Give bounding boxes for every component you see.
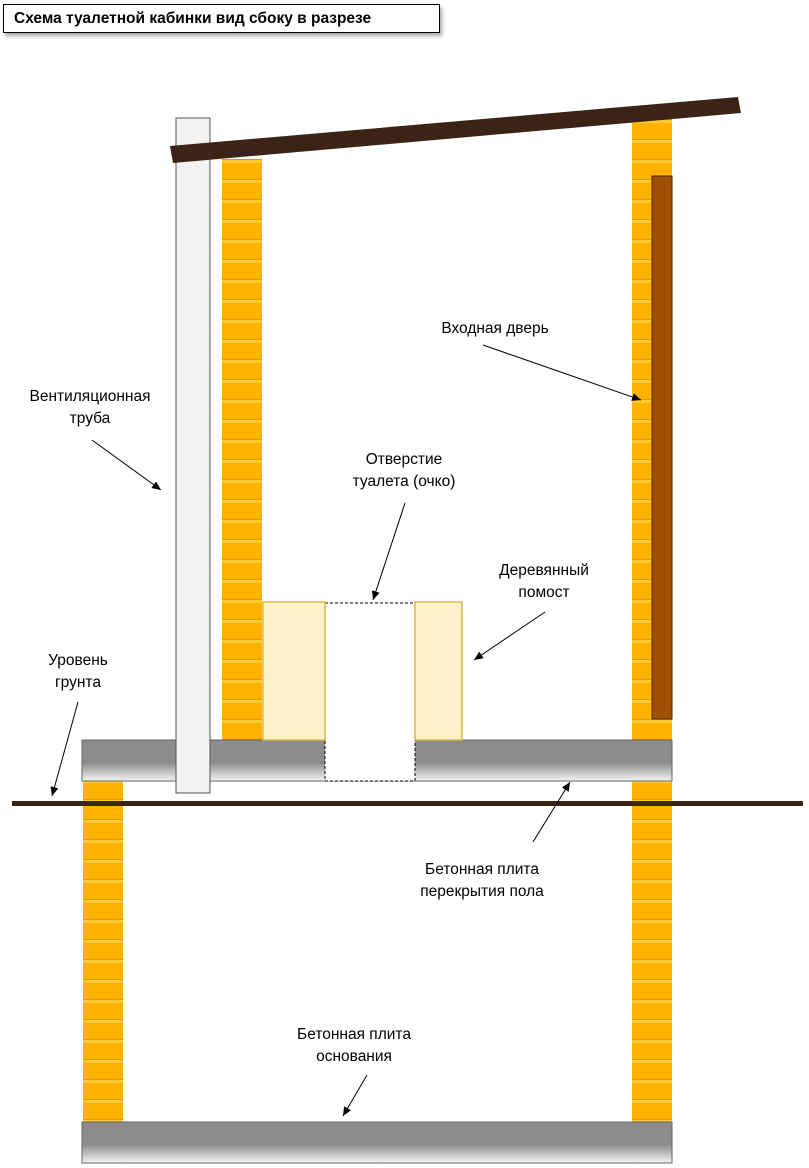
vent-pipe-arrow xyxy=(91,439,162,491)
ground-level-line xyxy=(12,801,803,806)
cabin-wall-left xyxy=(222,159,262,740)
entrance-door xyxy=(651,175,673,720)
platform-arrow xyxy=(473,611,546,661)
platform-label: Деревянный помост xyxy=(499,562,589,601)
roof xyxy=(170,97,741,163)
ground-level-label: Уровень грунта xyxy=(48,652,108,691)
ground-level-arrow xyxy=(50,701,79,797)
floor-slab-arrow xyxy=(532,781,571,843)
toilet-hole-label: Отверстие туалета (очко) xyxy=(352,451,456,490)
platform-right xyxy=(414,601,463,741)
pit-wall-right xyxy=(632,781,672,1122)
base-slab-label: Бетонная плита основания xyxy=(297,1026,411,1065)
pit-wall-left xyxy=(83,781,123,1122)
floor-slab-label: Бетонная плита перекрытия пола xyxy=(420,861,544,900)
ventilation-pipe xyxy=(175,117,211,794)
door-label: Входная дверь xyxy=(441,320,549,337)
door-arrow xyxy=(482,344,642,401)
base-slab xyxy=(81,1121,673,1164)
toilet-hole xyxy=(324,602,416,782)
base-slab-arrow xyxy=(342,1074,368,1117)
toilet-hole-arrow xyxy=(372,502,406,601)
vent-pipe-label: Вентиляционная труба xyxy=(29,388,151,427)
platform-left xyxy=(262,601,326,741)
diagram-title: Схема туалетной кабинки вид сбоку в разр… xyxy=(3,4,440,33)
